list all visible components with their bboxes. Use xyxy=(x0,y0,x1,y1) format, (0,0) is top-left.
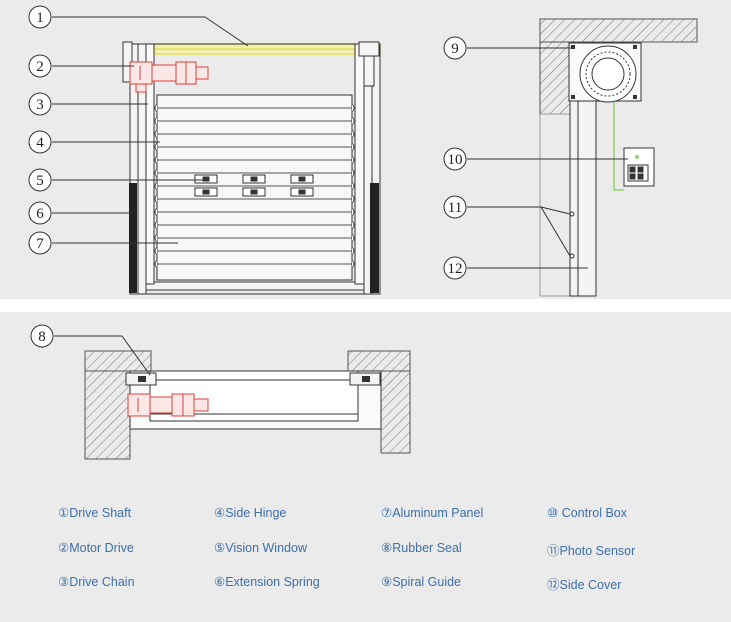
callout-4: 4 xyxy=(28,130,160,154)
callout-12: 12 xyxy=(443,256,588,280)
legend-item-side-hinge: ④Side Hinge xyxy=(214,506,287,520)
front-view-door xyxy=(122,41,381,295)
vision-windows xyxy=(194,174,314,197)
callout-10: 10 xyxy=(443,147,628,171)
svg-text:4: 4 xyxy=(36,135,44,151)
side-view-door xyxy=(539,18,698,297)
svg-text:6: 6 xyxy=(36,206,44,222)
control-box xyxy=(623,147,655,187)
legend-item-side-cover: ⑫Side Cover xyxy=(547,578,622,592)
callout-7: 7 xyxy=(28,231,178,255)
callout-9: 9 xyxy=(443,36,572,60)
legend-item-aluminum-panel: ⑦Aluminum Panel xyxy=(381,506,484,520)
svg-text:12: 12 xyxy=(448,261,463,277)
motor-drive-top xyxy=(127,393,209,417)
legend-item-extension-spring: ⑥Extension Spring xyxy=(214,575,320,589)
svg-text:9: 9 xyxy=(451,41,459,57)
right-extension-spring xyxy=(370,183,379,293)
callout-5: 5 xyxy=(28,168,206,192)
callout-6: 6 xyxy=(28,201,132,225)
legend-item-spiral-guide: ⑨Spiral Guide xyxy=(381,575,462,589)
photo-sensor-upper xyxy=(569,211,575,217)
legend-item-motor-drive: ②Motor Drive xyxy=(58,541,134,555)
callout-2: 2 xyxy=(28,54,134,78)
svg-text:2: 2 xyxy=(36,59,44,75)
photo-sensor-lower xyxy=(569,253,575,259)
callout-3: 3 xyxy=(28,92,148,116)
legend-item-control-box: ⑩ Control Box xyxy=(547,506,627,520)
callout-8: 8 xyxy=(30,324,151,376)
svg-text:8: 8 xyxy=(38,329,46,345)
svg-text:7: 7 xyxy=(36,236,44,252)
svg-text:3: 3 xyxy=(36,97,44,113)
svg-text:1: 1 xyxy=(36,10,44,26)
callout-1: 1 xyxy=(28,5,249,47)
svg-text:5: 5 xyxy=(36,173,44,189)
callout-11: 11 xyxy=(443,195,571,257)
svg-text:11: 11 xyxy=(448,200,462,216)
legend-item-drive-shaft: ①Drive Shaft xyxy=(58,506,132,520)
top-view-door xyxy=(84,350,411,460)
legend-item-drive-chain: ③Drive Chain xyxy=(58,575,135,589)
svg-text:10: 10 xyxy=(448,152,463,168)
left-extension-spring xyxy=(129,183,137,293)
legend-item-photo-sensor: ⑪Photo Sensor xyxy=(547,544,636,558)
legend-item-vision-window: ⑤Vision Window xyxy=(214,541,307,555)
motor-drive xyxy=(129,61,209,93)
legend-item-rubber-seal: ⑧Rubber Seal xyxy=(381,541,462,555)
